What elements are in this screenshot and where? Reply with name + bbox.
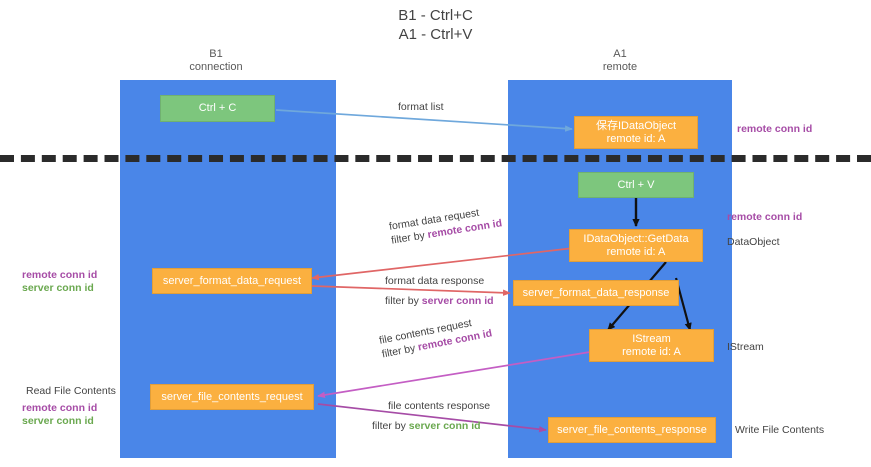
box-server-format-data-request-label: server_format_data_request <box>162 274 302 287</box>
edge-file-contents-response-filter-key: server conn id <box>408 420 481 432</box>
annotation-left-remote-conn-id-2: remote conn id <box>22 402 98 414</box>
lane-b1-role: connection <box>189 61 243 73</box>
annotation-write-file-contents: Write File Contents <box>735 424 825 436</box>
edge-label-format-data-request: format data request filter by remote con… <box>388 207 503 248</box>
page-title: B1 - Ctrl+C A1 - Ctrl+V <box>0 6 871 44</box>
lane-header-b1: B1 connection <box>152 48 280 74</box>
box-server-format-data-response[interactable]: server_format_data_response <box>513 280 679 306</box>
box-ctrl-c-label: Ctrl + C <box>198 102 237 114</box>
title-line-1: B1 - Ctrl+C <box>398 7 473 24</box>
annotation-left-remote-conn-id: remote conn id <box>22 269 98 281</box>
edge-format-data-response-filter-prefix: filter by <box>385 295 422 307</box>
box-server-file-contents-response-label: server_file_contents_response <box>557 423 707 436</box>
annotation-read-file-contents: Read File Contents <box>26 385 116 397</box>
edge-label-format-list: format list <box>398 100 444 114</box>
lane-a1-role: remote <box>602 61 638 73</box>
edge-file-contents-response-text: file contents response <box>388 400 491 412</box>
box-server-file-contents-request[interactable]: server_file_contents_request <box>150 384 314 410</box>
edge-file-contents-response-filter-prefix: filter by <box>372 420 409 432</box>
lane-header-a1: A1 remote <box>556 48 684 74</box>
edge-label-format-list-text: format list <box>398 101 444 113</box>
box-ctrl-v[interactable]: Ctrl + V <box>578 172 694 198</box>
annotation-dataobject: DataObject <box>727 236 780 248</box>
box-store-dataobject[interactable]: 保存IDataObject remote id: A <box>574 116 698 149</box>
box-ctrl-c[interactable]: Ctrl + C <box>160 95 275 122</box>
box-istream-label: IStream <box>632 332 671 345</box>
lane-a1-name: A1 <box>613 48 627 60</box>
edge-label-file-contents-request: file contents request filter by remote c… <box>378 317 493 362</box>
box-ctrl-v-label: Ctrl + V <box>617 178 655 191</box>
edge-label-file-contents-response: file contents response filter by server … <box>372 399 491 433</box>
box-store-dataobject-label: 保存IDataObject <box>595 119 677 132</box>
lane-b1-name: B1 <box>209 48 223 60</box>
box-istream[interactable]: IStream remote id: A <box>589 329 714 362</box>
box-getdata-label: IDataObject::GetData <box>583 232 689 245</box>
annotation-remote-conn-id-mid: remote conn id <box>727 211 803 223</box>
box-server-format-data-response-label: server_format_data_response <box>522 286 670 299</box>
title-line-2: A1 - Ctrl+V <box>398 26 473 43</box>
annotation-left-server-conn-id-2: server conn id <box>22 415 94 427</box>
edge-format-data-response-text: format data response <box>385 275 485 287</box>
box-getdata-sub: remote id: A <box>606 245 666 258</box>
box-store-dataobject-sub: remote id: A <box>606 132 666 145</box>
box-getdata[interactable]: IDataObject::GetData remote id: A <box>569 229 703 262</box>
annotation-remote-conn-id-top: remote conn id <box>737 123 813 135</box>
edge-label-format-data-response: format data response filter by server co… <box>385 274 494 308</box>
box-server-file-contents-request-label: server_file_contents_request <box>161 390 303 403</box>
box-server-format-data-request[interactable]: server_format_data_request <box>152 268 312 294</box>
annotation-istream: IStream <box>727 341 764 353</box>
edge-format-data-response-filter-key: server conn id <box>421 295 494 307</box>
phase-divider <box>0 155 871 162</box>
annotation-left-server-conn-id: server conn id <box>22 282 94 294</box>
box-istream-sub: remote id: A <box>622 345 681 358</box>
box-server-file-contents-response[interactable]: server_file_contents_response <box>548 417 716 443</box>
